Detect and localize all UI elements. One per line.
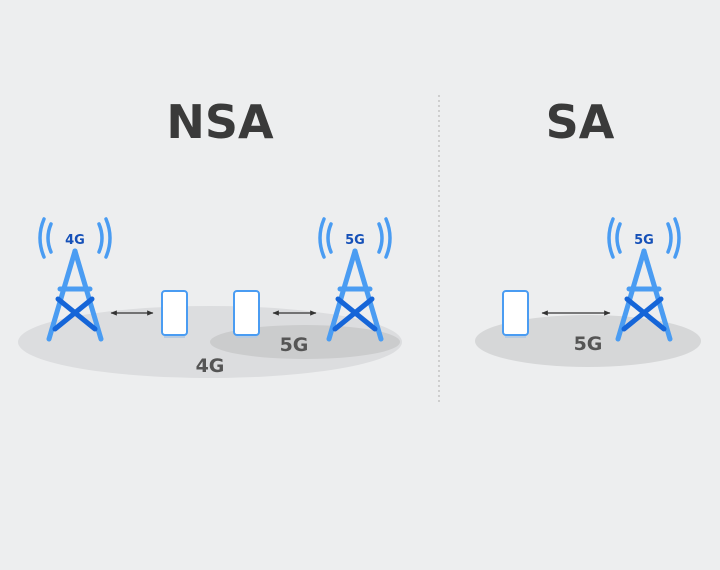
nsa-5g-zone-label: 5G	[280, 334, 309, 356]
nsa-tower-4g-label: 4G	[65, 233, 85, 248]
sa-section: 5G 5G	[475, 217, 701, 367]
nsa-heading: NSA	[166, 95, 274, 149]
nsa-phone-right-icon	[233, 290, 260, 338]
nsa-5g-tower-icon: 5G	[318, 217, 392, 342]
sa-5g-zone-label: 5G	[574, 333, 603, 355]
sa-phone-icon	[502, 290, 529, 338]
sa-5g-coverage-zone	[475, 315, 701, 367]
nsa-section: 4G 5G 4G	[18, 217, 402, 378]
signal-waves-icon	[38, 217, 112, 259]
nsa-phone-left-icon	[161, 290, 188, 338]
nsa-4g-zone-label: 4G	[196, 355, 225, 377]
sa-tower-5g-label: 5G	[634, 233, 654, 248]
nsa-4g-tower-icon: 4G	[38, 217, 112, 342]
signal-waves-icon	[318, 217, 392, 259]
nsa-tower-5g-label: 5G	[345, 233, 365, 248]
signal-waves-icon	[607, 217, 681, 259]
sa-5g-tower-icon: 5G	[607, 217, 681, 342]
sa-heading: SA	[545, 95, 615, 149]
